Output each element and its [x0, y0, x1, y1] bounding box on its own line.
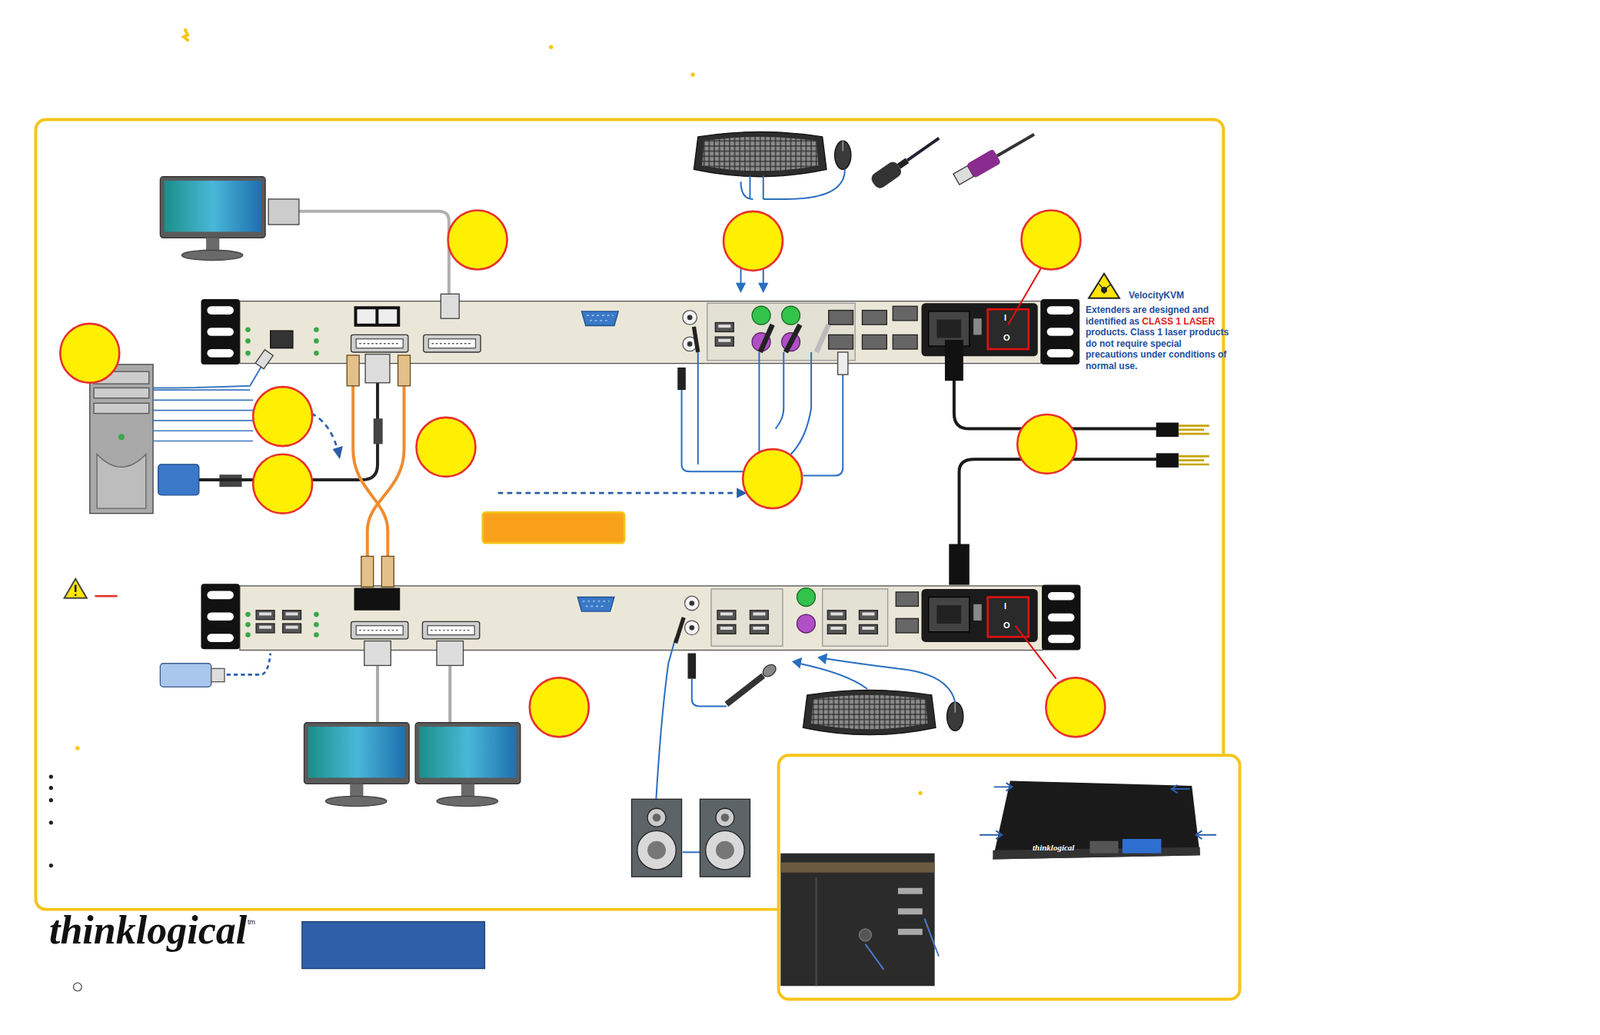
- laser-warning-note: Extenders are designed and identified as…: [1085, 304, 1235, 372]
- switch-off-mark: O: [1003, 332, 1011, 343]
- product-name: VelocityKVM: [1128, 289, 1185, 301]
- warning-text: products. Class 1 laser products do not …: [1085, 326, 1229, 372]
- brand-logo: thinklogical: [49, 910, 247, 951]
- laser-class-text: CLASS 1 LASER: [1141, 316, 1215, 327]
- switch-on-mark: I: [1004, 601, 1007, 611]
- trademark-mark: tm: [247, 918, 256, 926]
- switch-on-mark: I: [1004, 312, 1007, 323]
- switch-off-mark: O: [1003, 620, 1011, 630]
- device-brand: thinklogical: [1032, 842, 1075, 852]
